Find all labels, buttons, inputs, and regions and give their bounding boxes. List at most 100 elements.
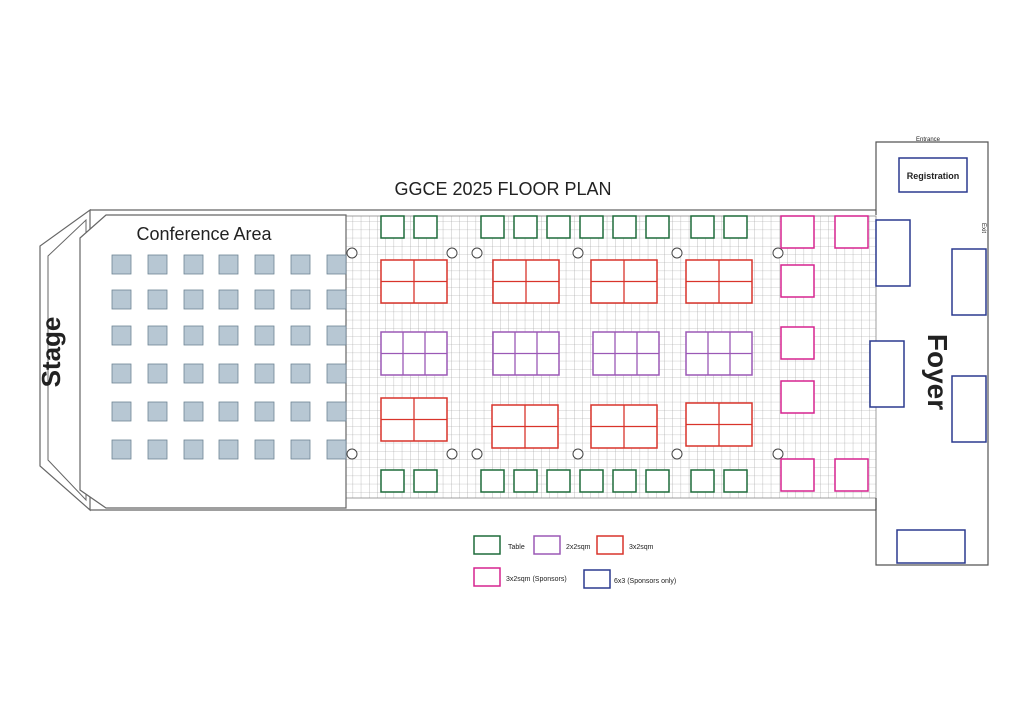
seat [183, 439, 204, 460]
seat [254, 401, 275, 422]
table[interactable] [690, 469, 715, 493]
foyer-sponsor-booth[interactable] [951, 375, 987, 443]
seat [111, 401, 132, 422]
table[interactable] [579, 469, 604, 493]
seat [290, 325, 311, 346]
legend-label: 3x2sqm [629, 544, 654, 551]
table[interactable] [546, 469, 571, 493]
seat [111, 325, 132, 346]
seat [218, 401, 239, 422]
legend-label: Table [508, 544, 525, 551]
table[interactable] [413, 469, 438, 493]
foyer-sponsor-booth[interactable] [869, 340, 905, 408]
entrance-label: Entrance [916, 137, 941, 143]
registration-desk [898, 157, 968, 193]
sponsor-booth[interactable] [780, 264, 815, 298]
registration-label: Registration [907, 171, 960, 181]
seat [290, 401, 311, 422]
seat [111, 289, 132, 310]
seat [183, 254, 204, 275]
seat [111, 363, 132, 384]
foyer: Registration Entrance Exit Foyer [869, 137, 989, 566]
conference-area-label: Conference Area [136, 224, 272, 244]
seat [326, 401, 347, 422]
sponsor-booth[interactable] [780, 215, 815, 249]
sponsor-booth[interactable] [780, 326, 815, 360]
seat [183, 289, 204, 310]
column [671, 247, 683, 259]
booths [380, 215, 869, 492]
column [772, 448, 784, 460]
column [446, 247, 458, 259]
legend-label: 2x2sqm [566, 544, 591, 551]
foyer-sponsor-booth[interactable] [875, 219, 911, 287]
seat [218, 363, 239, 384]
table[interactable] [380, 469, 405, 493]
sponsor-booth[interactable] [780, 380, 815, 414]
exit-label: Exit [980, 223, 986, 233]
hall-walls [90, 209, 876, 511]
seat [326, 439, 347, 460]
legend: Table 2x2sqm 3x2sqm 3x2sqm (Sponsors) 6x… [473, 535, 676, 589]
seat [254, 363, 275, 384]
column [471, 448, 483, 460]
stage-label: Stage [36, 317, 66, 388]
foyer-sponsor-booth[interactable] [896, 529, 966, 564]
seat [147, 363, 168, 384]
table[interactable] [723, 215, 748, 239]
seat [290, 289, 311, 310]
seat [183, 401, 204, 422]
table[interactable] [513, 469, 538, 493]
sponsor-booth[interactable] [834, 215, 869, 249]
column [671, 448, 683, 460]
seat [290, 254, 311, 275]
table[interactable] [413, 215, 438, 239]
seat [111, 439, 132, 460]
seat [326, 325, 347, 346]
seat [147, 439, 168, 460]
table[interactable] [723, 469, 748, 493]
legend-swatch-sponsors-only [583, 569, 611, 589]
column [471, 247, 483, 259]
tables [380, 215, 748, 493]
table[interactable] [380, 215, 405, 239]
table[interactable] [480, 469, 505, 493]
table[interactable] [645, 469, 670, 493]
conference-area: Conference Area [79, 214, 347, 509]
seat [147, 325, 168, 346]
sponsor-booth[interactable] [780, 458, 815, 492]
seat [254, 439, 275, 460]
column [572, 247, 584, 259]
table[interactable] [612, 469, 637, 493]
legend-label: 6x3 (Sponsors only) [614, 578, 676, 585]
seat [218, 254, 239, 275]
seat [254, 254, 275, 275]
column [346, 448, 358, 460]
table[interactable] [513, 215, 538, 239]
column [572, 448, 584, 460]
legend-swatch-2x2 [533, 535, 561, 555]
legend-swatch-sponsors [473, 567, 501, 587]
table[interactable] [690, 215, 715, 239]
seat [183, 325, 204, 346]
seat [218, 325, 239, 346]
table[interactable] [645, 215, 670, 239]
seat [183, 363, 204, 384]
sponsor-booth[interactable] [834, 458, 869, 492]
foyer-sponsor-booth[interactable] [951, 248, 987, 316]
column [346, 247, 358, 259]
seat [147, 401, 168, 422]
seat [147, 254, 168, 275]
seat [218, 439, 239, 460]
table[interactable] [579, 215, 604, 239]
table[interactable] [546, 215, 571, 239]
seat [326, 254, 347, 275]
legend-label: 3x2sqm (Sponsors) [506, 576, 567, 583]
table[interactable] [480, 215, 505, 239]
legend-swatch-table [473, 535, 501, 555]
seat [290, 439, 311, 460]
foyer-label: Foyer [922, 334, 953, 410]
seat [290, 363, 311, 384]
table[interactable] [612, 215, 637, 239]
